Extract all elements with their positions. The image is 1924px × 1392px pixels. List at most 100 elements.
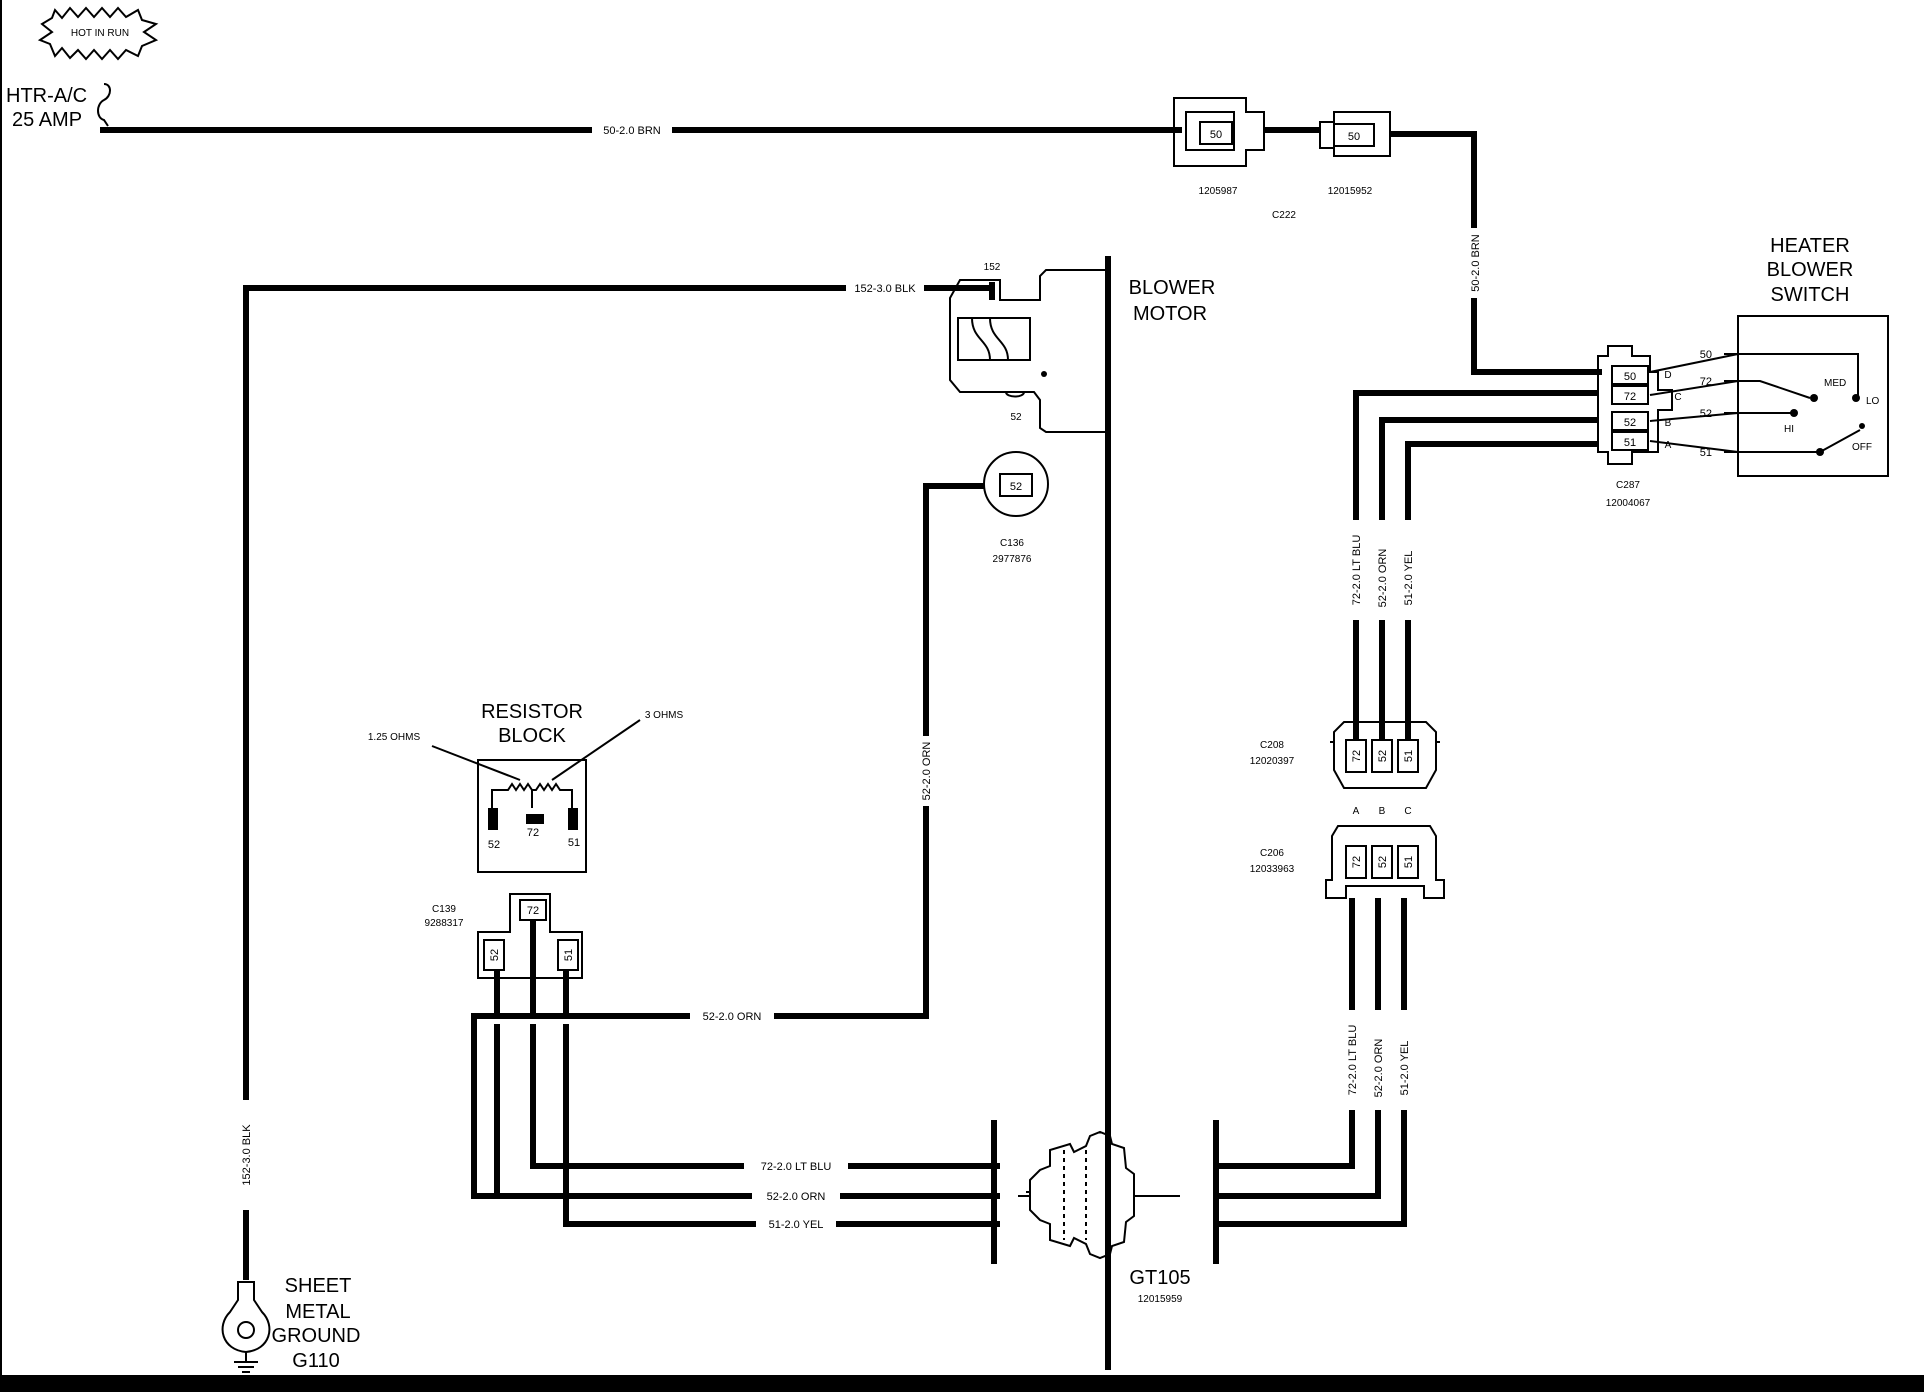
gt105-part: 12015959	[1138, 1294, 1183, 1305]
c222-pin: 50	[1210, 129, 1222, 141]
wire-label-72-bottom: 72-2.0 LT BLU	[761, 1161, 832, 1173]
blower-pin-52: 52	[1010, 412, 1022, 423]
wire-label-152-top: 152-3.0 BLK	[854, 283, 916, 295]
blower-title-2: MOTOR	[1133, 303, 1207, 325]
c287-letter-d: D	[1664, 370, 1671, 381]
switch-terminal-52: 52	[1700, 408, 1712, 420]
ground-line-1: SHEET	[285, 1275, 352, 1297]
connector-c206: 72 52 51 C206 12033963	[1250, 825, 1445, 899]
hot-in-run-text: HOT IN RUN	[71, 28, 129, 39]
c139-pin-51: 51	[563, 949, 575, 961]
c208-letter-c: C	[1404, 806, 1411, 817]
blower-title-1: BLOWER	[1129, 277, 1216, 299]
c287-letter-c: C	[1674, 392, 1681, 403]
switch-pos-hi: HI	[1784, 424, 1794, 435]
hot-in-run-badge: HOT IN RUN	[37, 6, 159, 61]
c287-letter-a: A	[1665, 440, 1672, 451]
wire-label-52-horiz: 52-2.0 ORN	[703, 1011, 762, 1023]
resistor-pin-52: 52	[488, 839, 500, 851]
switch-pos-lo: LO	[1866, 396, 1880, 407]
wire-label-152-vert: 152-3.0 BLK	[241, 1124, 253, 1186]
wire-label-72-upper: 72-2.0 LT BLU	[1351, 535, 1363, 606]
wire-label-52-lower: 52-2.0 ORN	[1373, 1039, 1385, 1098]
c287-pin-3: 52	[1624, 417, 1636, 429]
c287-letter-b: B	[1665, 418, 1672, 429]
fuse-htr-ac: HTR-A/C 25 AMP	[6, 83, 111, 131]
fuse-symbol	[97, 83, 111, 127]
c208-pin-52: 52	[1377, 750, 1389, 762]
switch-pos-med: MED	[1824, 378, 1846, 389]
c206-pin-51: 51	[1403, 856, 1415, 868]
c208-letter-a: A	[1353, 806, 1360, 817]
wire-label-52-bottom: 52-2.0 ORN	[767, 1191, 826, 1203]
ground-g110: SHEET METAL GROUND G110	[221, 1275, 361, 1373]
switch-contact-off	[1816, 448, 1824, 456]
ground-line-2: METAL	[285, 1301, 350, 1323]
ground-line-3: GROUND	[272, 1325, 361, 1347]
fuse-name: HTR-A/C	[6, 85, 87, 107]
c222-part-left: 1205987	[1199, 186, 1238, 197]
blower-motor: 152 52 BLOWER MOTOR	[949, 256, 1216, 1370]
connector-c222: 50 50 1205987 12015952 C222	[1173, 97, 1391, 221]
fuse-rating: 25 AMP	[12, 109, 82, 131]
resistor-title-2: BLOCK	[498, 725, 566, 747]
switch-title-2: BLOWER	[1767, 259, 1854, 281]
wires-c287-to-c208: 72-2.0 LT BLU 52-2.0 ORN 51-2.0 YEL	[1346, 390, 1598, 742]
c139-name: C139	[432, 904, 456, 915]
switch-contact-lo	[1852, 394, 1860, 402]
c287-pin-2: 72	[1624, 391, 1636, 403]
c136-pin: 52	[1010, 481, 1022, 493]
resistor-title-1: RESISTOR	[481, 701, 583, 723]
resistor-block: RESISTOR BLOCK 1.25 OHMS 3 OHMS 52 72 51	[368, 701, 684, 873]
wire-label-72-lower: 72-2.0 LT BLU	[1347, 1025, 1359, 1096]
switch-pos-off: OFF	[1852, 442, 1872, 453]
connector-c287: 50 72 52 51 D C B A C287 12004067	[1597, 345, 1682, 509]
connector-c136: 52 C136 2977876	[983, 451, 1049, 565]
wire-152-black: 152-3.0 BLK 152-3.0 BLK	[236, 279, 992, 1280]
c139-part: 9288317	[425, 918, 464, 929]
c206-pin-72: 72	[1351, 856, 1363, 868]
c139-pin-72: 72	[527, 905, 539, 917]
c287-pin-4: 51	[1624, 437, 1636, 449]
switch-contact-med	[1810, 394, 1818, 402]
resistor-pin-51: 51	[568, 837, 580, 849]
wires-c139-to-gt105: 72-2.0 LT BLU 52-2.0 ORN 51-2.0 YEL	[494, 1024, 1000, 1233]
c287-name: C287	[1616, 480, 1640, 491]
c139-pin-52: 52	[489, 949, 501, 961]
connector-gt105: GT105 12015959	[991, 1120, 1219, 1305]
wire-52-orn: 52-2.0 ORN 52-2.0 ORN	[471, 483, 1000, 1199]
blower-pin-152: 152	[984, 262, 1001, 273]
wire-label-50-vert: 50-2.0 BRN	[1470, 234, 1482, 292]
c206-pin-52: 52	[1377, 856, 1389, 868]
resistor-left-value: 1.25 OHMS	[368, 732, 421, 743]
wire-label-52-upper: 52-2.0 ORN	[1377, 549, 1389, 608]
switch-terminal-50: 50	[1700, 349, 1712, 361]
c208-letter-b: B	[1379, 806, 1386, 817]
switch-terminal-51: 51	[1700, 447, 1712, 459]
resistor-pin-72: 72	[527, 827, 539, 839]
wire-label-51-lower: 51-2.0 YEL	[1399, 1041, 1411, 1096]
connector-c208: 72 52 51 C208 12020397 A B C	[1250, 721, 1440, 817]
resistor-right-value: 3 OHMS	[645, 710, 684, 721]
wire-label-52-vert: 52-2.0 ORN	[921, 742, 933, 801]
wire-50-top: 50-2.0 BRN	[100, 121, 1182, 139]
c222-pin-right: 50	[1348, 131, 1360, 143]
wire-50-to-switch: 50-2.0 BRN	[1390, 131, 1602, 375]
switch-contact-hi	[1790, 409, 1798, 417]
gt105-name: GT105	[1129, 1267, 1190, 1289]
connector-c139: C139 9288317 72 52 51	[425, 893, 583, 1014]
c222-part-right: 12015952	[1328, 186, 1373, 197]
c287-part: 12004067	[1606, 498, 1651, 509]
wire-label-51-upper: 51-2.0 YEL	[1403, 551, 1415, 606]
wire-label-51-bottom: 51-2.0 YEL	[769, 1219, 824, 1231]
heater-blower-switch: HEATER BLOWER SWITCH 50 72 52 51 MED LO …	[1649, 235, 1889, 477]
c208-pin-51: 51	[1403, 750, 1415, 762]
switch-title-3: SWITCH	[1771, 284, 1850, 306]
c206-part: 12033963	[1250, 864, 1295, 875]
c222-name: C222	[1272, 210, 1296, 221]
c287-pin-1: 50	[1624, 371, 1636, 383]
ground-line-4: G110	[292, 1350, 339, 1372]
c208-pin-72: 72	[1351, 750, 1363, 762]
